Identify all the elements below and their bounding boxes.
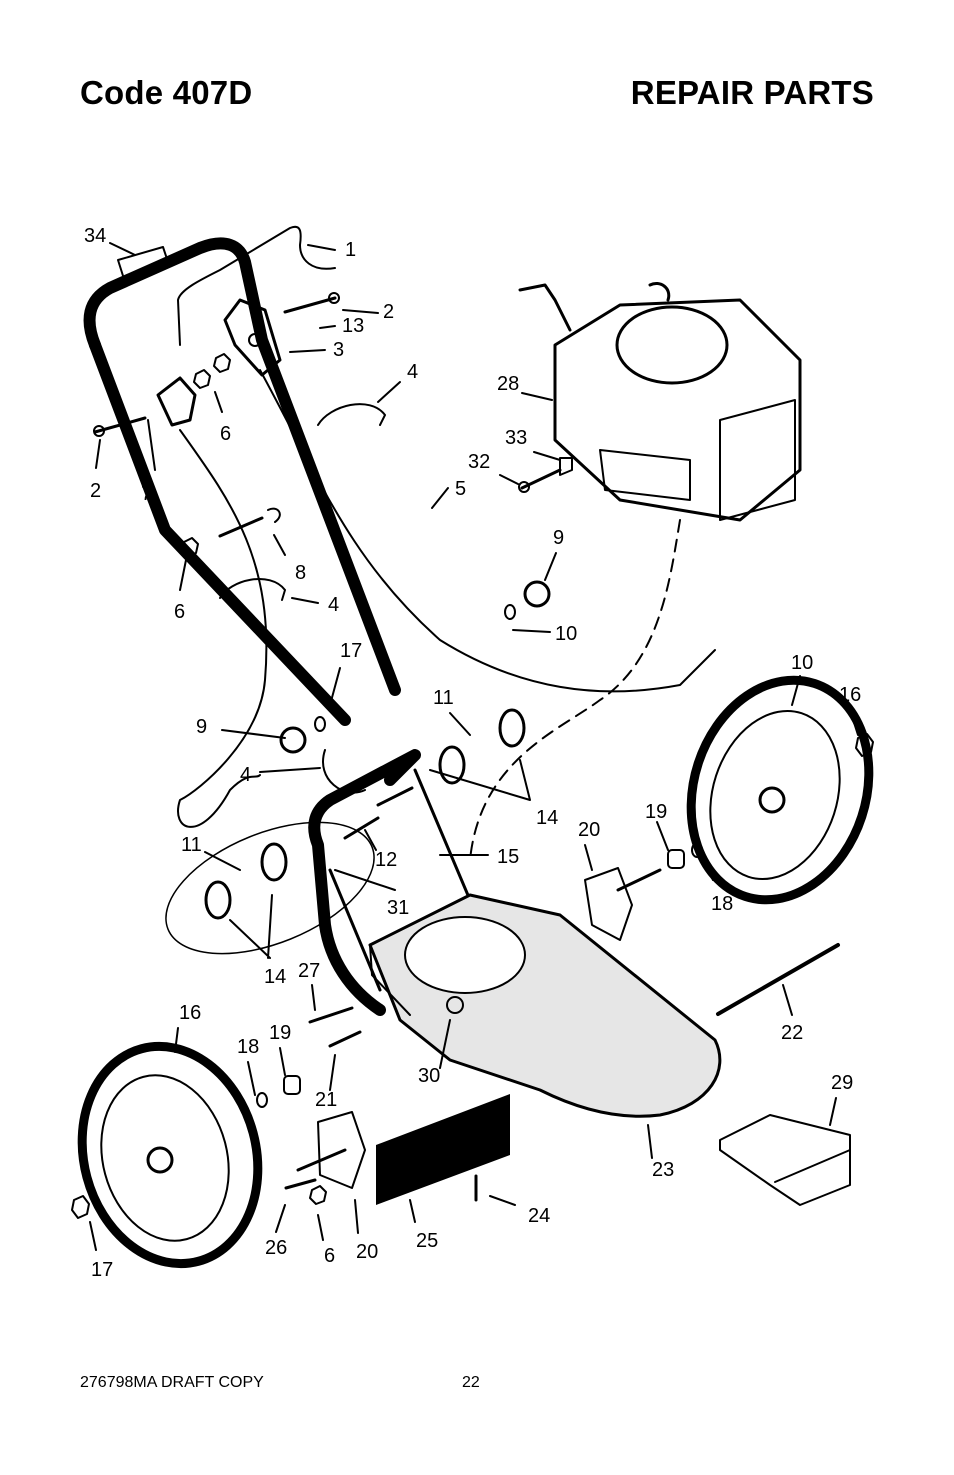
callout-20: 20 bbox=[578, 819, 601, 841]
callout-7: 7 bbox=[141, 483, 153, 505]
callout-18: 18 bbox=[237, 1036, 260, 1058]
code-title: Code 407D bbox=[80, 74, 253, 111]
callout-21: 21 bbox=[315, 1089, 338, 1111]
callout-4: 4 bbox=[328, 594, 340, 616]
callout-17: 17 bbox=[91, 1259, 114, 1281]
callout-20: 20 bbox=[356, 1241, 379, 1263]
callout-16: 10 bbox=[791, 652, 814, 674]
callout-31: 31 bbox=[387, 897, 410, 919]
callout-23: 23 bbox=[652, 1159, 675, 1181]
callout-4: 4 bbox=[407, 361, 419, 383]
callout-2: 2 bbox=[90, 480, 102, 502]
callout-34: 34 bbox=[84, 225, 107, 247]
callout-15: 15 bbox=[497, 846, 520, 868]
callout-10: 10 bbox=[555, 623, 578, 645]
callout-11: 11 bbox=[181, 834, 202, 856]
callout-18: 18 bbox=[711, 893, 734, 915]
callout-16: 16 bbox=[179, 1002, 202, 1024]
callout-9: 9 bbox=[196, 716, 208, 738]
callout-32: 32 bbox=[468, 451, 491, 473]
callout-10: 17 bbox=[340, 640, 363, 662]
callout-29: 29 bbox=[831, 1072, 854, 1094]
callout-3: 3 bbox=[333, 339, 345, 361]
callout-4: 4 bbox=[240, 764, 252, 786]
callout-33: 33 bbox=[505, 427, 528, 449]
callout-19: 19 bbox=[269, 1022, 292, 1044]
callout-24: 24 bbox=[528, 1205, 551, 1227]
callout-6: 6 bbox=[174, 601, 186, 623]
callout-19: 19 bbox=[645, 801, 668, 823]
callout-17: 16 bbox=[839, 684, 862, 706]
callout-28: 28 bbox=[497, 373, 520, 395]
callout-5: 5 bbox=[455, 478, 467, 500]
callout-14: 14 bbox=[536, 807, 559, 829]
callout-6: 6 bbox=[324, 1245, 336, 1267]
callout-13: 13 bbox=[342, 315, 365, 337]
section-title: REPAIR PARTS bbox=[630, 74, 874, 111]
callout-27: 27 bbox=[298, 960, 321, 982]
page-number: 22 bbox=[462, 1374, 480, 1391]
callout-6: 6 bbox=[220, 423, 232, 445]
callout-14: 14 bbox=[264, 966, 287, 988]
callout-12: 12 bbox=[375, 849, 398, 871]
callout-22: 22 bbox=[781, 1022, 804, 1044]
callout-9: 9 bbox=[553, 527, 565, 549]
callout-2: 2 bbox=[383, 301, 395, 323]
callout-30: 30 bbox=[418, 1065, 441, 1087]
document-id: 276798MA DRAFT COPY bbox=[80, 1374, 264, 1391]
callout-11: 11 bbox=[433, 687, 454, 709]
callout-8: 8 bbox=[295, 562, 307, 584]
callout-25: 25 bbox=[416, 1230, 439, 1252]
callout-1: 1 bbox=[345, 239, 357, 261]
callout-26: 26 bbox=[265, 1237, 288, 1259]
